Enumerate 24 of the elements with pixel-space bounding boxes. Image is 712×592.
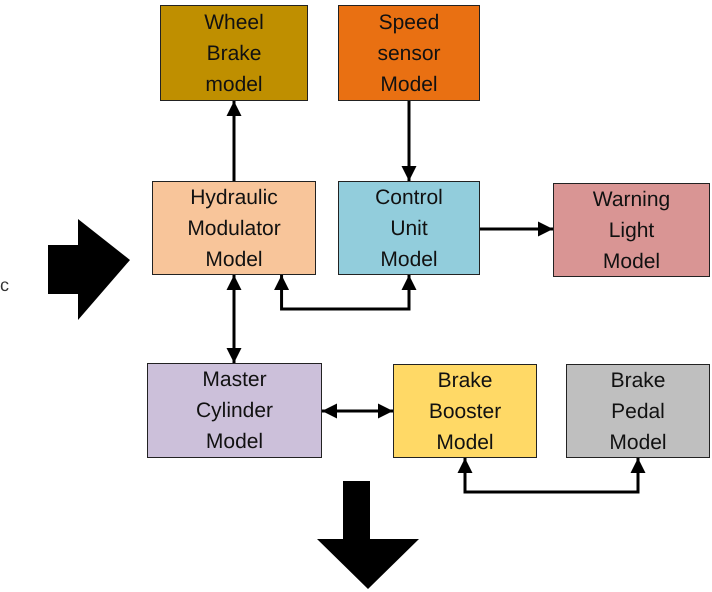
model-box [338,181,480,275]
model-box [338,5,480,101]
box-label: Warning Light Model [592,186,670,274]
box-label: Brake Booster Model [428,368,502,456]
arrow [402,101,416,181]
model-box [160,5,308,101]
model-box [553,183,710,277]
arrow [274,275,416,310]
model-box [393,364,537,458]
model-box [147,363,322,458]
box-label: Hydraulic Modulator Model [187,184,281,272]
box-label: Control Unit Model [375,184,443,272]
model-box [152,181,316,275]
arrow [226,275,242,363]
arrow [458,458,646,494]
arrow [480,222,553,236]
model-box [566,364,710,458]
box-label: Speed sensor Model [377,10,441,98]
text-fragment: c [0,275,9,296]
arrow [226,101,242,181]
arrow [322,404,393,418]
box-label: Brake Pedal Model [609,368,667,456]
box-label: Master Cylinder Model [196,367,274,455]
box-label: Wheel Brake model [204,10,264,98]
